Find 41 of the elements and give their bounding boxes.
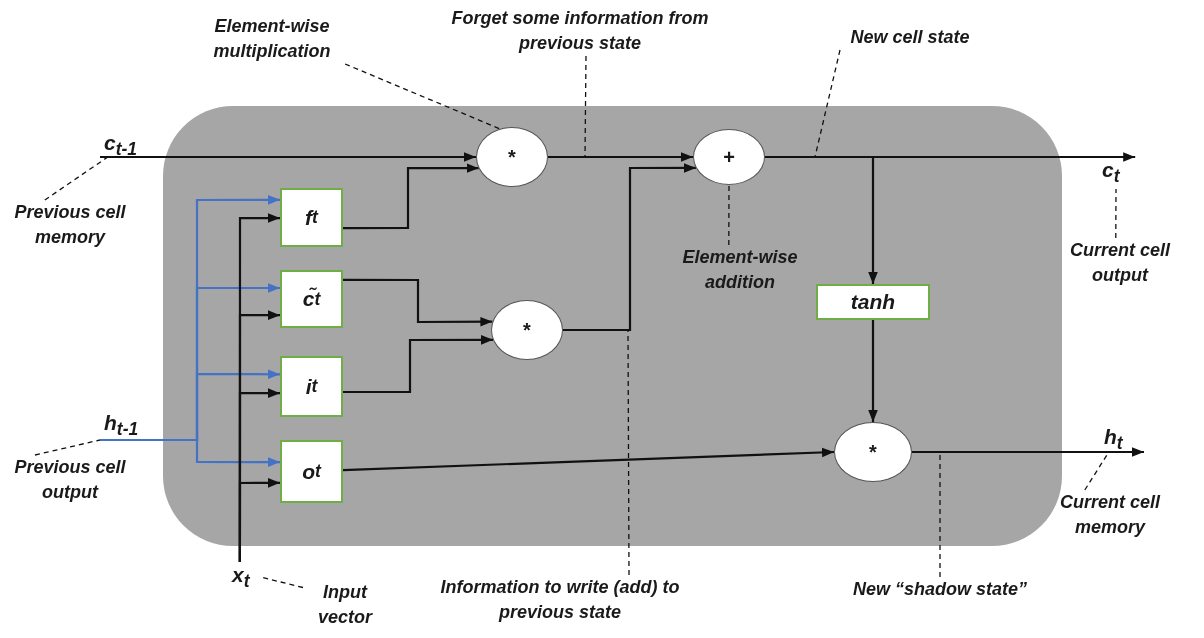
annotation-text: Previous cell memory xyxy=(0,200,140,250)
arrow xyxy=(342,447,835,472)
leader-line xyxy=(1115,188,1117,239)
leader-line xyxy=(34,439,101,456)
arrow xyxy=(343,163,479,230)
activation-box: tanh xyxy=(816,284,930,320)
annotation-text: New “shadow state” xyxy=(820,577,1060,602)
operator-circle: * xyxy=(834,422,912,482)
leader-line xyxy=(814,49,841,158)
annotation-text: Previous cell output xyxy=(0,455,140,505)
leader-line xyxy=(261,576,304,589)
operator-circle: * xyxy=(476,127,548,187)
arrow xyxy=(868,320,878,422)
variable-label: h$_{t-1}$ xyxy=(100,410,160,440)
arrow xyxy=(765,155,878,284)
leader-line xyxy=(627,329,630,576)
annotation-text: Current cell output xyxy=(1050,238,1190,288)
leader-line xyxy=(344,63,501,130)
arrow xyxy=(912,447,1144,457)
annotation-text: Information to write (add) to previous state xyxy=(410,575,710,625)
arrow xyxy=(548,152,693,162)
annotation-text: Element-wise multiplication xyxy=(187,14,357,64)
variable-label: c$_{t-1}$ xyxy=(100,130,160,157)
leader-line xyxy=(584,55,587,158)
leader-line xyxy=(728,184,730,246)
variable-label: x$_{t}$ xyxy=(228,562,262,590)
variable-label: h$_{t}$ xyxy=(1100,424,1144,452)
arrow xyxy=(343,278,493,327)
arrow xyxy=(343,335,493,394)
operator-circle: * xyxy=(491,300,563,360)
operator-circle: + xyxy=(693,129,765,185)
cell-block xyxy=(163,106,1062,546)
annotation-text: Forget some information from previous state xyxy=(430,6,730,56)
leader-line xyxy=(44,156,109,201)
arrow xyxy=(563,163,696,332)
arrow xyxy=(238,478,280,562)
annotation-text: New cell state xyxy=(810,25,1010,50)
arrow xyxy=(100,152,476,162)
variable-label: c$_{t}$ xyxy=(1098,157,1138,189)
annotation-text: Current cell memory xyxy=(1040,490,1180,540)
annotation-text: Input vector xyxy=(303,580,387,630)
